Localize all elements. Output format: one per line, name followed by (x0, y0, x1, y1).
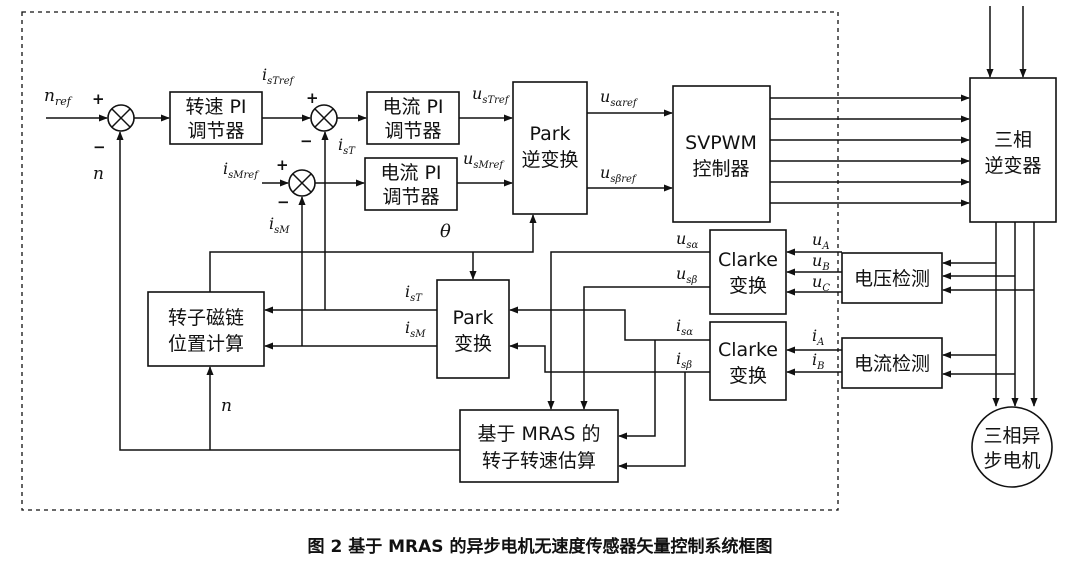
signal-labels: nref n n isTref isT isMref isM usTref us… (44, 65, 830, 416)
current-detect-block: 电流检测 (841, 337, 943, 389)
voltage-detect-label: 电压检测 (854, 268, 930, 290)
clarke-i-block: Clarke 变换 (709, 321, 787, 401)
current-m-sum-plus: + (276, 156, 289, 174)
park-block: Park 变换 (436, 279, 510, 379)
inverse-park-line2: 逆变换 (521, 149, 578, 171)
label-i-sbeta: isβ (676, 349, 692, 371)
clarke-i-line2: 变换 (729, 365, 767, 387)
mras-line2: 转子转速估算 (482, 450, 596, 472)
label-i-sT-output: isT (405, 282, 423, 304)
current-pi-t-line2: 调节器 (384, 120, 441, 142)
mras-line1: 基于 MRAS 的 (478, 423, 601, 445)
current-m-sum-minus: − (277, 193, 290, 211)
svpwm-line2: 控制器 (692, 158, 749, 180)
current-pi-m-block: 电流 PI 调节器 (364, 157, 458, 211)
inverse-park-block: Park 逆变换 (512, 81, 588, 215)
flux-position-line1: 转子磁链 (168, 307, 244, 329)
label-u-salpha-ref: usαref (600, 87, 639, 109)
park-line1: Park (452, 307, 493, 329)
speed-sum-plus: + (92, 90, 105, 108)
label-u-sbeta-ref: usβref (600, 163, 638, 185)
clarke-u-line1: Clarke (718, 249, 778, 271)
clarke-i-line1: Clarke (718, 339, 778, 361)
current-pi-m-line1: 电流 PI (380, 162, 441, 184)
label-i-sM-output: isM (405, 318, 426, 340)
flux-position-line2: 位置计算 (168, 333, 244, 355)
motor-line2: 步电机 (983, 450, 1040, 472)
speed-sum-minus: − (93, 138, 106, 156)
label-u-salpha: usα (676, 229, 698, 251)
connections (46, 6, 1038, 470)
current-m-sum-junction (288, 169, 316, 197)
park-line2: 变换 (454, 333, 492, 355)
voltage-detect-block: 电压检测 (841, 252, 943, 304)
label-theta: θ (440, 221, 451, 242)
label-i-sTref: isTref (262, 65, 296, 87)
label-n-estimate: n (221, 396, 232, 416)
inverse-park-line1: Park (529, 123, 570, 145)
speed-pi-line2: 调节器 (187, 120, 244, 142)
current-pi-m-line2: 调节器 (382, 186, 439, 208)
current-t-sum-plus: + (306, 89, 319, 107)
controller-boundary (21, 11, 839, 511)
speed-sum-junction (107, 104, 135, 132)
current-pi-t-block: 电流 PI 调节器 (366, 91, 460, 145)
current-t-sum-junction (310, 104, 338, 132)
label-i-sM-feedback: isM (269, 214, 290, 236)
current-detect-label: 电流检测 (854, 353, 930, 375)
flux-position-block: 转子磁链 位置计算 (147, 291, 265, 367)
label-u-B: uB (812, 251, 830, 273)
motor-block: 三相异 步电机 (971, 406, 1053, 488)
svpwm-line1: SVPWM (685, 132, 757, 154)
label-n-feedback: n (93, 164, 104, 184)
speed-pi-line1: 转速 PI (185, 96, 246, 118)
label-i-sT-feedback: isT (338, 135, 356, 157)
clarke-u-line2: 变换 (729, 275, 767, 297)
label-u-sTref: usTref (472, 84, 511, 106)
motor-line1: 三相异 (983, 425, 1040, 447)
current-pi-t-line1: 电流 PI (382, 96, 443, 118)
inverter-line1: 三相 (994, 129, 1032, 151)
mras-block: 基于 MRAS 的 转子转速估算 (459, 409, 619, 483)
current-t-sum-minus: − (300, 132, 313, 150)
speed-pi-block: 转速 PI 调节器 (169, 91, 263, 145)
label-i-A: iA (812, 326, 824, 348)
label-u-sMref: usMref (463, 149, 505, 171)
inverter-block: 三相 逆变器 (969, 77, 1057, 223)
figure-caption: 图 2 基于 MRAS 的异步电机无速度传感器矢量控制系统框图 (308, 536, 773, 557)
label-u-A: uA (812, 230, 830, 252)
label-n-ref: nref (44, 86, 73, 108)
label-i-sMref: isMref (223, 159, 260, 181)
inverter-line2: 逆变器 (984, 155, 1041, 177)
label-i-salpha: isα (676, 316, 693, 338)
clarke-u-block: Clarke 变换 (709, 229, 787, 315)
label-i-B: iB (812, 350, 824, 372)
svpwm-block: SVPWM 控制器 (672, 85, 771, 223)
label-u-C: uC (812, 272, 830, 294)
label-u-sbeta: usβ (676, 264, 697, 286)
